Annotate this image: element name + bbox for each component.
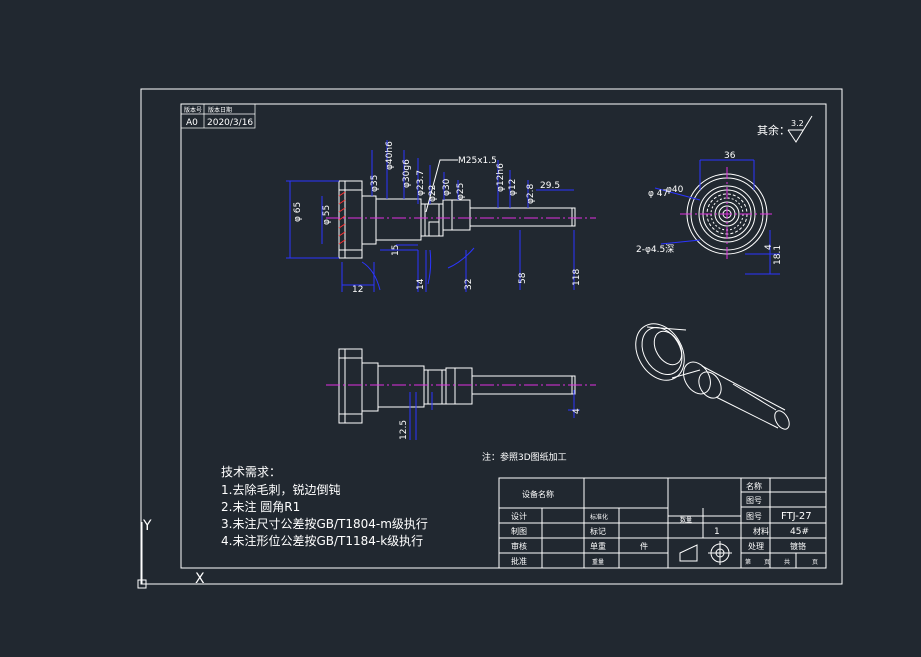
svg-text:118: 118 xyxy=(572,269,582,286)
svg-text:12: 12 xyxy=(352,285,363,295)
tb-review: 审核 xyxy=(511,541,527,551)
tb-total-label-2: 页 xyxy=(812,559,818,566)
tb-material: 45# xyxy=(790,527,809,537)
tb-piece-unit: 件 xyxy=(640,541,648,551)
ucs-icon: Y X xyxy=(137,518,205,589)
svg-text:58: 58 xyxy=(518,272,528,284)
tb-unit-weight: 单重 xyxy=(590,541,606,551)
tb-drawing-no: FTJ-27 xyxy=(781,511,812,522)
svg-text:18.1: 18.1 xyxy=(773,245,783,265)
svg-text:15: 15 xyxy=(391,245,401,256)
projection-symbol xyxy=(679,541,732,565)
svg-text:2-φ4.5深: 2-φ4.5深 xyxy=(636,244,674,255)
isometric-view xyxy=(635,323,790,430)
surface-finish-symbol: 其余： 3.2 xyxy=(757,115,813,143)
svg-text:4: 4 xyxy=(764,244,774,250)
tb-equipment-name-label: 设备名称 xyxy=(522,489,554,499)
svg-text:φ 47: φ 47 xyxy=(648,189,668,199)
tb-total-label-1: 共 xyxy=(784,558,790,566)
surface-finish-value: 3.2 xyxy=(791,119,804,128)
surface-finish-label: 其余： xyxy=(757,123,790,137)
thread-label: M25x1.5 xyxy=(458,156,497,166)
technical-requirements: 技术需求： 1.去除毛刺，锐边倒钝 2.未注 圆角R1 3.未注尺寸公差按GB/… xyxy=(221,465,428,548)
svg-text:32: 32 xyxy=(464,279,474,290)
tb-name-label: 名称 xyxy=(746,481,762,491)
tb-treatment: 镀铬 xyxy=(790,541,806,551)
svg-text:φ30g6: φ30g6 xyxy=(402,159,412,188)
tb-drawing-no-label-2: 图号 xyxy=(746,496,762,505)
tb-qty-label: 数量 xyxy=(680,516,692,524)
svg-text:φ 65: φ 65 xyxy=(293,202,303,222)
svg-text:φ23.7: φ23.7 xyxy=(416,170,426,196)
tech-req-title: 技术需求： xyxy=(221,465,281,479)
revision-header-version: 版本号 xyxy=(184,106,202,114)
tb-drawing: 制图 xyxy=(511,526,527,536)
tb-total-weight: 重量 xyxy=(592,558,604,566)
tb-qty-value: 1 xyxy=(714,527,720,537)
tb-design: 设计 xyxy=(511,511,527,521)
svg-text:14: 14 xyxy=(416,278,426,290)
thread-callout: M25x1.5 xyxy=(425,156,497,213)
revision-header-date: 版本日期 xyxy=(208,106,232,114)
revision-table: 版本号 版本日期 A0 2020/3/16 xyxy=(180,103,256,129)
revision-date: 2020/3/16 xyxy=(207,118,253,128)
sheet-outer-border xyxy=(140,88,843,585)
tb-page-label-2: 页 xyxy=(764,559,770,566)
svg-text:φ2.8: φ2.8 xyxy=(526,183,536,204)
tb-material-label: 材料 xyxy=(753,526,769,536)
side-view: 36 φ 47 φ40 2-φ4.5深 18.1 4 xyxy=(636,151,783,275)
front-view: φ 65 φ 55 φ35 φ40h6 φ30g6 φ23.7 φ22 φ30 … xyxy=(286,140,596,295)
title-block: 设备名称 设计 制图 审核 批准 标准化 标记 单重 重量 件 数量 1 名称 … xyxy=(498,477,827,569)
svg-text:φ40h6: φ40h6 xyxy=(385,141,395,170)
tech-req-item: 3.未注尺寸公差按GB/T1804-m级执行 xyxy=(221,516,428,531)
tb-drawing-no-label: 图号 xyxy=(746,512,762,521)
svg-text:29.5: 29.5 xyxy=(540,181,560,191)
tb-treatment-label: 处理 xyxy=(748,541,764,551)
svg-text:36: 36 xyxy=(724,151,736,161)
top-view: 12.5 4 xyxy=(326,348,596,440)
tech-req-item: 1.去除毛刺，锐边倒钝 xyxy=(221,482,340,497)
svg-text:4: 4 xyxy=(572,408,582,414)
svg-text:φ22: φ22 xyxy=(428,185,438,202)
tb-approve: 批准 xyxy=(511,556,527,566)
ucs-x-label: X xyxy=(195,571,205,587)
svg-text:φ40: φ40 xyxy=(666,185,684,195)
tb-page-label-1: 第 xyxy=(745,558,751,566)
svg-text:φ25: φ25 xyxy=(456,183,466,200)
revision-version: A0 xyxy=(186,118,198,128)
svg-text:φ 55: φ 55 xyxy=(322,205,332,225)
svg-text:φ12: φ12 xyxy=(508,179,518,196)
svg-text:φ12h6: φ12h6 xyxy=(496,163,506,192)
svg-text:φ30: φ30 xyxy=(442,178,452,196)
tech-req-item: 2.未注 圆角R1 xyxy=(221,499,300,514)
ucs-y-label: Y xyxy=(142,518,152,534)
svg-text:φ35: φ35 xyxy=(370,175,380,192)
tb-mark: 标记 xyxy=(590,526,606,536)
tb-standardize: 标准化 xyxy=(590,513,608,521)
note-3d: 注：参照3D图纸加工 xyxy=(482,451,567,463)
tech-req-item: 4.未注形位公差按GB/T1184-k级执行 xyxy=(221,533,423,548)
svg-text:12.5: 12.5 xyxy=(399,420,409,440)
